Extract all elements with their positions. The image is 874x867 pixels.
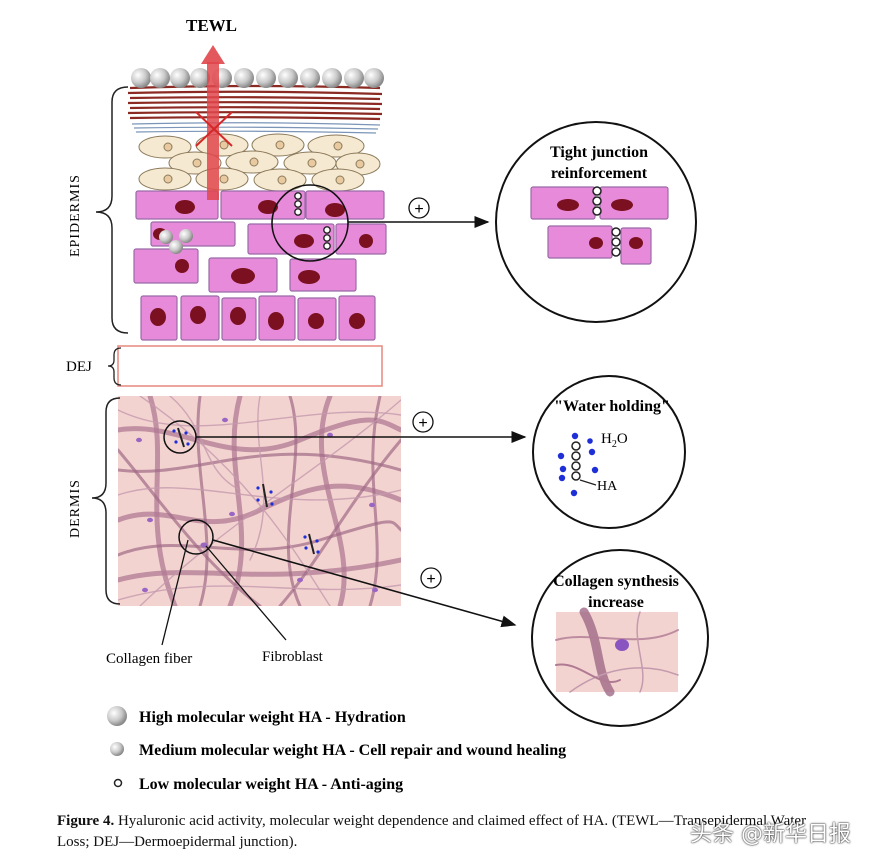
collagen-fiber-label: Collagen fiber xyxy=(106,651,192,667)
callout-collagen-synthesis: Collagen synthesis increase xyxy=(531,549,709,727)
epidermis-pink-cells xyxy=(133,190,387,341)
plus-sign-3: + xyxy=(426,571,435,588)
legend-high-ha-icon xyxy=(107,706,127,726)
caption-figure-number: Figure 4. xyxy=(57,813,115,829)
stratum-corneum xyxy=(127,84,383,134)
plus-signs xyxy=(408,197,442,589)
legend: High molecular weight HA - Hydration Med… xyxy=(107,706,566,793)
dermis-brace xyxy=(91,397,121,605)
dermis-ha-clusters xyxy=(172,427,320,555)
tight-junction-title-1: Tight junction xyxy=(550,144,648,161)
dermis-zoom-circle-2 xyxy=(178,519,214,555)
epidermis-zoom-circle xyxy=(271,184,349,262)
caption-text: Hyaluronic acid activity, molecular weig… xyxy=(57,813,807,850)
dej-brace xyxy=(107,347,122,386)
water-holding-title: "Water holding" xyxy=(554,398,670,415)
tewl-label: TEWL xyxy=(186,16,237,35)
plus-sign-2: + xyxy=(418,415,427,432)
callout-water-holding: "Water holding" H2O HA xyxy=(532,375,686,529)
legend-low-ha-icon xyxy=(113,778,123,788)
fibroblast-pointer xyxy=(205,545,287,641)
legend-medium-ha-icon xyxy=(110,742,124,756)
epidermis-brace xyxy=(95,86,129,334)
dermis-label: DERMIS xyxy=(68,479,83,538)
fibroblast-label: Fibroblast xyxy=(262,649,324,665)
ha-label: HA xyxy=(597,479,618,494)
figure-caption: Figure 4. Hyaluronic acid activity, mole… xyxy=(57,811,817,853)
epidermis-label: EPIDERMIS xyxy=(68,174,83,257)
surface-ha-balls xyxy=(131,68,384,88)
collagen-pointer xyxy=(161,539,189,646)
medium-ha-balls xyxy=(159,229,193,254)
arrow-collagen-synthesis xyxy=(212,539,517,628)
watermark: 头条 @新华日报 xyxy=(690,822,851,847)
water-formula: H2O xyxy=(601,431,628,450)
callout-tight-junction: Tight junction reinforcement xyxy=(495,121,697,323)
fibroblast-cells xyxy=(136,417,378,593)
tight-junction-title-2: reinforcement xyxy=(551,165,648,182)
tewl-arrow xyxy=(195,45,233,200)
plus-sign-1: + xyxy=(414,201,423,218)
dej-label: DEJ xyxy=(66,359,92,375)
collagen-synthesis-title-1: Collagen synthesis xyxy=(553,573,679,590)
legend-item-low: Low molecular weight HA - Anti-aging xyxy=(139,776,403,793)
dej-band xyxy=(117,345,383,387)
collagen-synthesis-title-2: increase xyxy=(588,594,644,611)
granular-cells xyxy=(138,133,381,192)
legend-item-medium: Medium molecular weight HA - Cell repair… xyxy=(139,742,566,759)
legend-item-high: High molecular weight HA - Hydration xyxy=(139,709,406,726)
dermis-tissue xyxy=(118,396,401,606)
